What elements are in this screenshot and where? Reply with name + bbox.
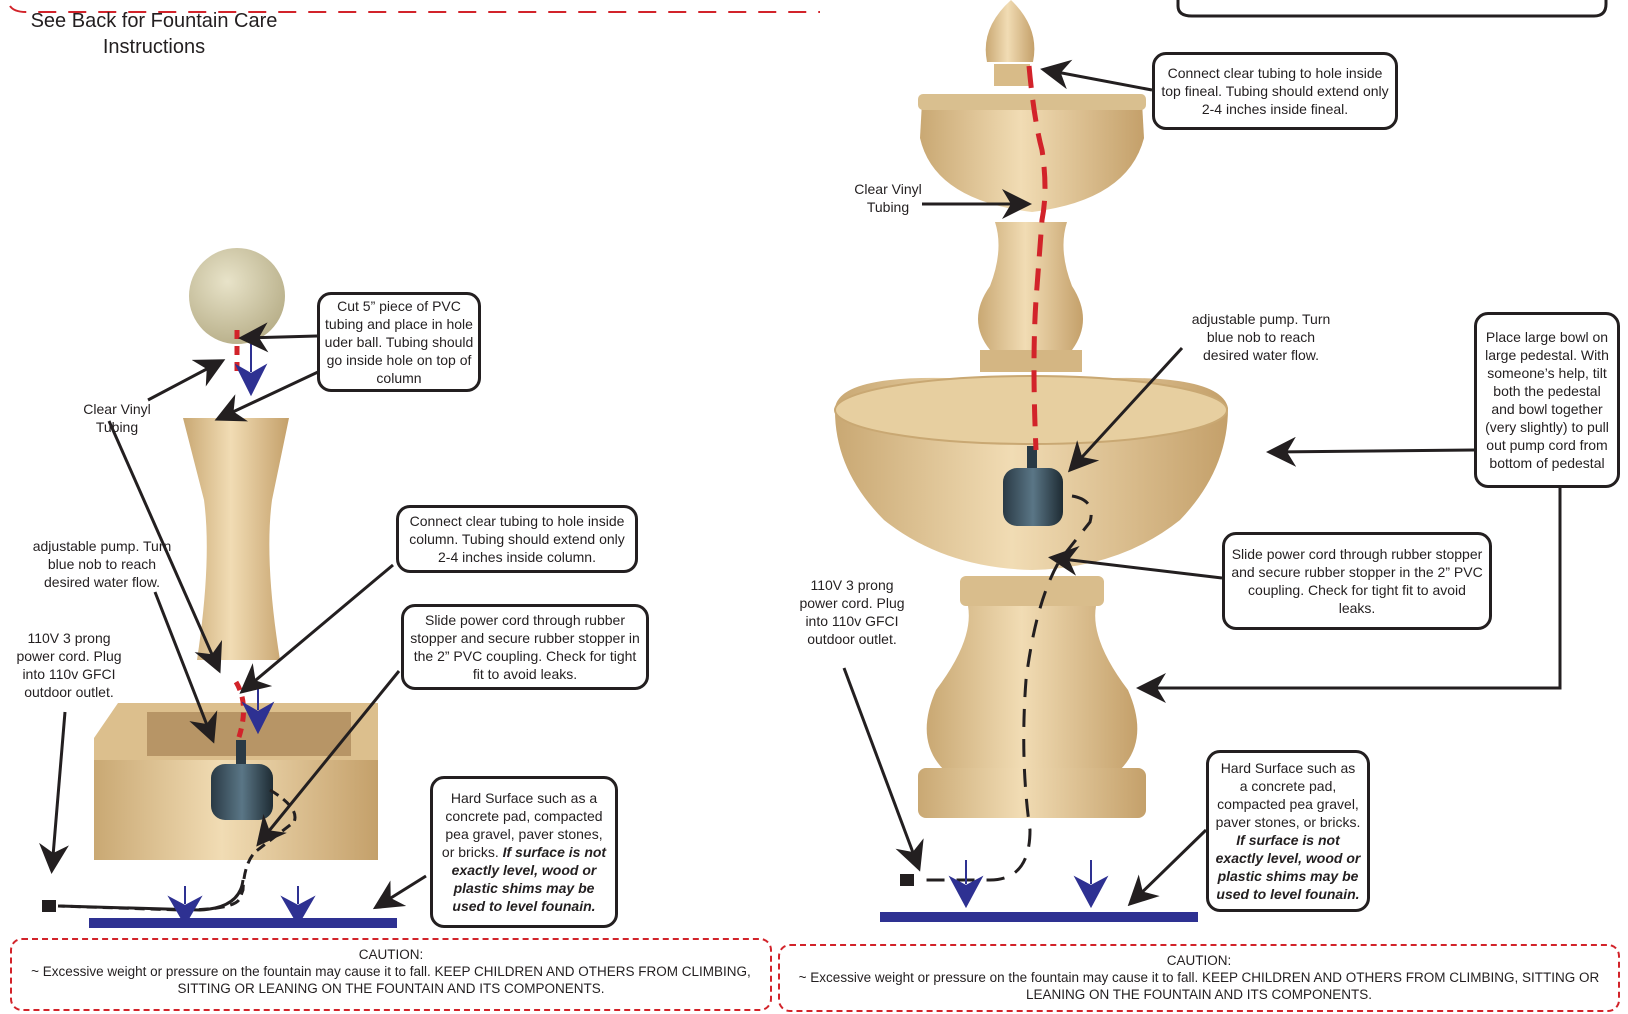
right-clear-vinyl-label: Clear Vinyl Tubing (838, 180, 938, 216)
left-hard-surface-text: Hard Surface such as a concrete pad, com… (439, 789, 609, 915)
tubing (1026, 65, 1048, 451)
plug (42, 900, 56, 912)
top-finial (985, 0, 1035, 62)
left-power-label: 110V 3 prong power cord. Plug into 110v … (10, 629, 128, 701)
left-hard-surface-bold: If surface is not exactly level, wood or… (451, 844, 607, 914)
left-clear-vinyl-line2: Tubing (95, 419, 139, 435)
ground-line (880, 912, 1198, 922)
level-arrows (167, 344, 316, 927)
left-pvc-callout: Cut 5” piece of PVC tubing and place in … (317, 292, 481, 392)
right-power-line2: power cord. Plug (799, 595, 905, 611)
left-power-line1: 110V 3 prong (27, 630, 111, 646)
right-hard-surface-bold: If surface is not exactly level, wood or… (1215, 832, 1361, 902)
left-hard-surface-callout: Hard Surface such as a concrete pad, com… (430, 776, 618, 928)
right-pump-label: adjustable pump. Turn blue nob to reach … (1176, 310, 1346, 364)
left-slide-text: Slide power cord through rubber stopper … (410, 612, 640, 682)
right-bowl-text: Place large bowl on large pedestal. With… (1485, 329, 1609, 471)
large-pedestal (926, 606, 1138, 770)
right-power-line3: into 110v GFCI (805, 613, 899, 629)
right-connect-text: Connect clear tubing to hole inside top … (1161, 65, 1389, 117)
power-cord (59, 879, 245, 912)
left-slide-callout: Slide power cord through rubber stopper … (401, 604, 649, 690)
care-instructions-note: See Back for Fountain Care Instructions (20, 8, 288, 60)
left-power-line3: into 110v GFCI (22, 666, 116, 682)
right-leader-arrows (842, 59, 1562, 907)
large-bowl-rim (834, 375, 1228, 445)
top-dashed-border (9, 5, 820, 13)
ground-line (89, 918, 397, 928)
left-clear-vinyl-label: Clear Vinyl Tubing (72, 400, 162, 436)
basin-interior (147, 712, 351, 756)
small-pedestal (978, 222, 1083, 350)
level-arrows (948, 860, 1109, 909)
right-caution-title: CAUTION: (1166, 953, 1232, 968)
left-caution-box: CAUTION: ~ Excessive weight or pressure … (10, 938, 772, 1011)
power-cord-dashed (918, 494, 1093, 882)
right-power-line4: outdoor outlet. (807, 631, 897, 647)
right-slide-callout: Slide power cord through rubber stopper … (1222, 532, 1492, 630)
right-hard-surface-callout: Hard Surface such as a concrete pad, com… (1206, 750, 1370, 912)
column (183, 418, 289, 660)
left-pump-label: adjustable pump. Turn blue nob to reach … (22, 537, 182, 591)
ball-finial (189, 248, 285, 344)
plug (900, 874, 914, 886)
right-connect-callout: Connect clear tubing to hole inside top … (1152, 52, 1398, 130)
pump (211, 764, 273, 820)
small-pedestal-base (980, 350, 1082, 372)
left-power-line2: power cord. Plug (16, 648, 122, 664)
pump-outlet (236, 740, 246, 764)
right-pump-line3: desired water flow. (1203, 347, 1319, 363)
left-hard-surface-plain: Hard Surface such as a concrete pad, com… (441, 790, 603, 860)
right-power-label: 110V 3 prong power cord. Plug into 110v … (792, 576, 912, 648)
left-pump-line1: adjustable pump. Turn (32, 538, 172, 554)
right-hard-surface-text: Hard Surface such as a concrete pad, com… (1215, 759, 1361, 903)
top-bowl (920, 102, 1144, 212)
left-connect-callout: Connect clear tubing to hole inside colu… (396, 505, 638, 573)
care-note-line2: Instructions (102, 36, 206, 58)
right-pump-line2: blue nob to reach (1206, 329, 1316, 345)
right-bowl-callout: Place large bowl on large pedestal. With… (1474, 312, 1620, 488)
left-clear-vinyl-line1: Clear Vinyl (83, 401, 151, 417)
large-pedestal-cap (960, 576, 1104, 606)
left-pump-line3: desired water flow. (44, 574, 160, 590)
left-leader-arrows (39, 322, 427, 910)
care-note-line1: See Back for Fountain Care (30, 10, 278, 32)
right-pump-line1: adjustable pump. Turn (1191, 311, 1331, 327)
pump (1003, 468, 1063, 526)
left-pvc-text: Cut 5” piece of PVC tubing and place in … (324, 298, 474, 386)
top-right-box-fragment (1176, 0, 1608, 18)
right-clear-vinyl-line2: Tubing (866, 199, 910, 215)
large-pedestal-base (918, 768, 1146, 818)
tubing-bottom (233, 680, 246, 741)
right-power-line1: 110V 3 prong (810, 577, 894, 593)
left-power-line4: outdoor outlet. (24, 684, 114, 700)
left-caution-title: CAUTION: (358, 947, 424, 962)
right-caution-box: CAUTION: ~ Excessive weight or pressure … (778, 944, 1620, 1012)
left-caution-text: ~ Excessive weight or pressure on the fo… (31, 964, 751, 996)
right-caution-text: ~ Excessive weight or pressure on the fo… (798, 970, 1600, 1002)
left-fountain (39, 248, 427, 928)
right-hard-surface-plain: Hard Surface such as a concrete pad, com… (1215, 760, 1361, 830)
right-clear-vinyl-line1: Clear Vinyl (854, 181, 922, 197)
finial-base (994, 64, 1030, 86)
right-fountain (834, 0, 1562, 922)
right-slide-text: Slide power cord through rubber stopper … (1231, 546, 1483, 616)
left-connect-text: Connect clear tubing to hole inside colu… (409, 513, 625, 565)
left-pump-line2: blue nob to reach (47, 556, 157, 572)
pump-outlet (1027, 446, 1037, 468)
